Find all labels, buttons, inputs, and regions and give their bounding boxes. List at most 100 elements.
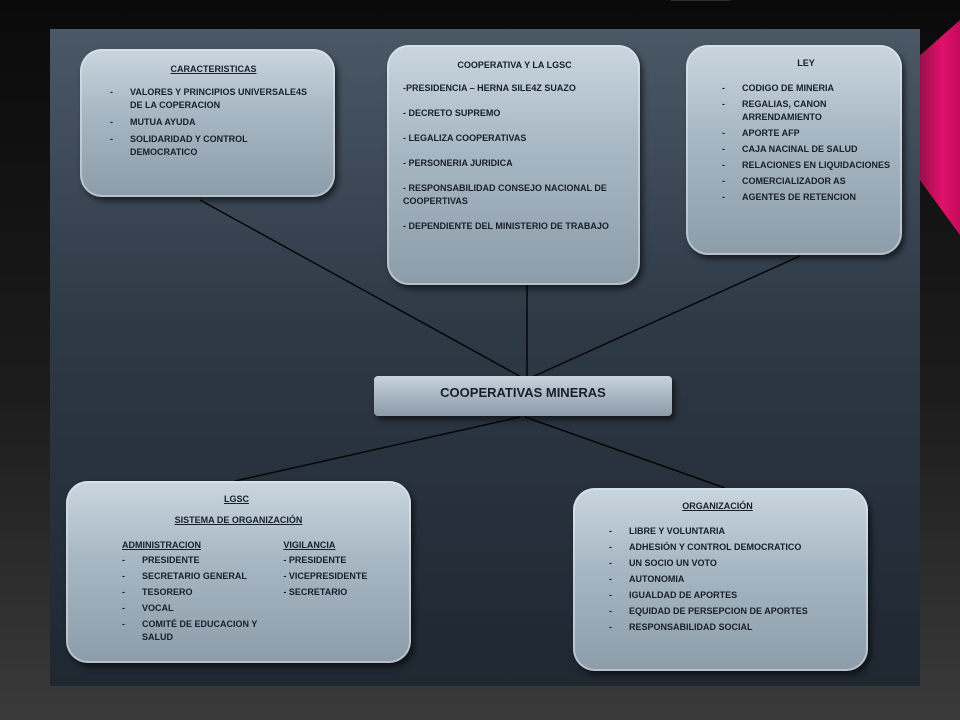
organizacion-title: ORGANIZACIÓN <box>682 501 753 511</box>
list-item-text: AGENTES DE RETENCION <box>742 192 857 203</box>
list-item-text: CAJA NACINAL DE SALUD <box>742 144 858 155</box>
dash-marker: - <box>122 619 125 630</box>
list-item: - PRESIDENTE <box>122 554 283 567</box>
list-item: - RESPONSABILIDAD CONSEJO NACIONAL DE CO… <box>403 183 607 207</box>
list-item: - UN SOCIO UN VOTO <box>609 557 856 570</box>
list-item: - VALORES Y PRINCIPIOS UNIVERSALE4S DE LA… <box>110 86 317 112</box>
list-item: - TESORERO <box>122 586 283 599</box>
dash-marker: - <box>609 558 612 569</box>
vigilancia-column: VIGILANCIA - PRESIDENTE - VICEPRESIDENTE… <box>283 539 391 647</box>
list-item: -VOCAL <box>122 602 283 615</box>
caracteristicas-box: CARACTERISTICAS - VALORES Y PRINCIPIOS UN… <box>80 49 335 197</box>
list-item: - CODIGO DE MINERIA <box>722 82 890 95</box>
list-item: - PERSONERIA JURIDICA <box>403 158 513 169</box>
vigilancia-list: - PRESIDENTE - VICEPRESIDENTE - SECRETAR… <box>283 554 391 599</box>
list-item-text: RESPONSABILIDAD SOCIAL <box>629 622 753 633</box>
ley-list: - CODIGO DE MINERIA - REGALIAS, CANON ARRE… <box>722 82 890 204</box>
dash-marker: - <box>110 117 113 128</box>
list-item-text: REGALIAS, CANON ARRENDAMIENTO <box>742 99 827 123</box>
cooperativa-lgsc-box: COOPERATIVA Y LA LGSC -PRESIDENCIA – HER… <box>387 45 640 285</box>
cooperativa-title: COOPERATIVA Y LA LGSC <box>457 60 572 70</box>
list-item: - SECRETARIO <box>283 587 348 598</box>
dash-marker: - <box>122 587 125 598</box>
administracion-list: - PRESIDENTE - SECRETARIO GENERAL - TESORER… <box>122 554 283 644</box>
list-item: - SECRETARIO GENERAL <box>122 570 283 583</box>
dash-marker: - <box>722 128 725 139</box>
cooperativa-list: -PRESIDENCIA – HERNA SILE4Z SUAZO - DECR… <box>403 82 626 233</box>
lgsc-subtitle: SISTEMA DE ORGANIZACIÓN <box>174 515 303 526</box>
administracion-column: ADMINISTRACION - PRESIDENTE - SECRETARIO G… <box>122 539 283 647</box>
list-item: - COMITÉ DE EDUCACION Y SALUD <box>122 618 283 644</box>
connector-ley <box>529 255 801 379</box>
list-item: - DECRETO SUPREMO <box>403 108 501 119</box>
connector-organizacion <box>524 416 726 489</box>
lgsc-title: LGSC <box>223 494 249 504</box>
caracteristicas-list: - VALORES Y PRINCIPIOS UNIVERSALE4S DE LA… <box>110 86 317 159</box>
list-item-text: VOCAL <box>142 603 174 614</box>
list-item-text: COMERCIALIZADOR AS <box>742 176 846 187</box>
list-item-text: PRESIDENTE <box>142 555 200 566</box>
list-item: -EQUIDAD DE PERSEPCION DE APORTES <box>609 605 856 618</box>
lgsc-columns: ADMINISTRACION - PRESIDENTE - SECRETARIO G… <box>122 539 391 647</box>
dash-marker: - <box>609 542 612 553</box>
dash-marker: - <box>722 176 725 187</box>
list-item: - AGENTES DE RETENCION <box>722 191 890 204</box>
ley-box: LEY - CODIGO DE MINERIA - REGALIAS, CANON … <box>686 45 902 255</box>
list-item: - APORTE AFP <box>722 127 890 140</box>
ley-title: LEY <box>797 58 815 68</box>
dash-marker: - <box>722 99 725 110</box>
list-item: - LEGALIZA COOPERATIVAS <box>403 133 527 144</box>
central-node: COOPERATIVAS MINERAS <box>374 376 672 416</box>
dash-marker: - <box>609 574 612 585</box>
list-item-text: CODIGO DE MINERIA <box>742 83 835 94</box>
list-item: - RELACIONES EN LIQUIDACIONES <box>722 159 890 172</box>
dash-marker: - <box>122 555 125 566</box>
list-item: - VICEPRESIDENTE <box>283 571 368 582</box>
list-item: - RESPONSABILIDAD SOCIAL <box>609 621 856 634</box>
dash-marker: - <box>110 87 113 98</box>
list-item-text: MUTUA AYUDA <box>130 117 196 128</box>
list-item-text: LIBRE Y VOLUNTARIA <box>629 526 726 537</box>
list-item-text: RELACIONES EN LIQUIDACIONES <box>742 160 891 171</box>
organizacion-list: - LIBRE Y VOLUNTARIA - ADHESIÓN Y CONTROL … <box>609 525 856 634</box>
connector-caracteristicas <box>199 199 524 379</box>
administracion-heading: ADMINISTRACION <box>122 540 201 551</box>
list-item: - IGUALDAD DE APORTES <box>609 589 856 602</box>
dash-marker: - <box>110 134 113 145</box>
list-item: -PRESIDENCIA – HERNA SILE4Z SUAZO <box>403 83 576 94</box>
list-item-text: IGUALDAD DE APORTES <box>629 590 738 601</box>
connector-lgsc <box>234 416 521 482</box>
list-item-text: AUTONOMIA <box>629 574 685 585</box>
dash-marker: - <box>609 622 612 633</box>
dash-marker: - <box>722 160 725 171</box>
list-item: - DEPENDIENTE DEL MINISTERIO DE TRABAJO <box>403 221 609 232</box>
dash-marker: - <box>609 590 612 601</box>
list-item-text: COMITÉ DE EDUCACION Y SALUD <box>142 619 258 643</box>
list-item-text: SOLIDARIDAD Y CONTROL DEMOCRATICO <box>130 134 248 158</box>
dash-marker: - <box>609 526 612 537</box>
lgsc-box: LGSC SISTEMA DE ORGANIZACIÓN ADMINISTRAC… <box>66 481 411 663</box>
vigilancia-heading: VIGILANCIA <box>283 540 336 551</box>
list-item: - ADHESIÓN Y CONTROL DEMOCRATICO <box>609 541 856 554</box>
list-item: - SOLIDARIDAD Y CONTROL DEMOCRATICO <box>110 133 317 159</box>
list-item: - MUTUA AYUDA <box>110 116 317 129</box>
list-item: - REGALIAS, CANON ARRENDAMIENTO <box>722 98 890 124</box>
list-item: - CAJA NACINAL DE SALUD <box>722 143 890 156</box>
list-item: - AUTONOMIA <box>609 573 856 586</box>
list-item: - COMERCIALIZADOR AS <box>722 175 890 188</box>
list-item-text: SECRETARIO GENERAL <box>142 571 247 582</box>
dash-marker: - <box>722 144 725 155</box>
organizacion-box: ORGANIZACIÓN - LIBRE Y VOLUNTARIA - ADHESI… <box>573 488 868 671</box>
dash-marker: - <box>722 83 725 94</box>
list-item: - LIBRE Y VOLUNTARIA <box>609 525 856 538</box>
list-item-text: EQUIDAD DE PERSEPCION DE APORTES <box>629 606 808 617</box>
dash-marker: - <box>122 571 125 582</box>
list-item-text: ADHESIÓN Y CONTROL DEMOCRATICO <box>629 542 802 553</box>
caracteristicas-title: CARACTERISTICAS <box>170 64 257 74</box>
dash-marker: - <box>722 192 725 203</box>
list-item-text: VALORES Y PRINCIPIOS UNIVERSALE4S DE LA … <box>130 87 308 111</box>
list-item-text: TESORERO <box>142 587 193 598</box>
list-item-text: UN SOCIO UN VOTO <box>629 558 717 569</box>
list-item-text: APORTE AFP <box>742 128 800 139</box>
